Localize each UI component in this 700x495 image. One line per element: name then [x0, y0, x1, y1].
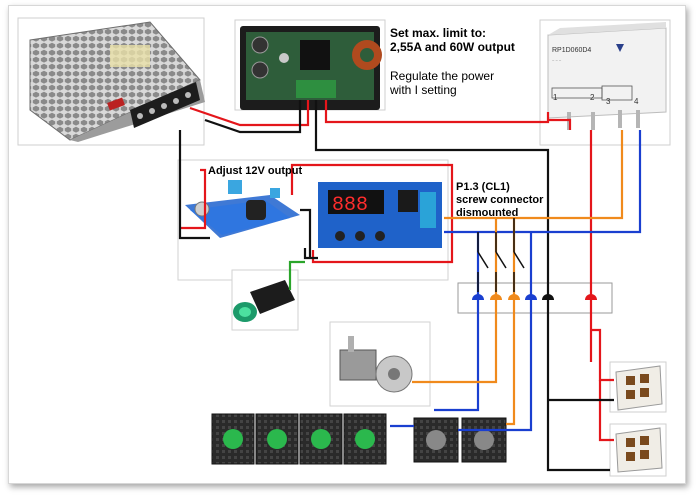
terminal-block-icon — [130, 82, 200, 128]
annotation-regulate-1: Regulate the power — [390, 69, 495, 83]
relay-model: RP1D060D4 — [552, 47, 591, 54]
annotation-p13-3: dismounted — [456, 207, 519, 219]
gear-motor — [329, 321, 431, 407]
fans — [211, 413, 507, 465]
relay-pin2-label: 2 — [590, 93, 595, 102]
dc-dc-converter — [234, 19, 386, 111]
timer-display: 888 — [332, 194, 368, 217]
relay-pin4-label: 4 — [634, 97, 639, 106]
relay-pin1-label: 1 — [553, 93, 558, 102]
annotation-limit-1: Set max. limit to: — [390, 26, 487, 40]
connector-plugs — [472, 294, 597, 300]
annotation-adjust: Adjust 12V output — [208, 165, 303, 177]
solid-state-relay: RP1D060D4 ~ ~ ~ 1 2 3 4 — [539, 19, 671, 146]
buck-converter — [185, 180, 300, 238]
switch-symbols — [477, 218, 525, 292]
relay-pin3-label: 3 — [606, 97, 611, 106]
annotation-p13-2: screw connector — [456, 194, 544, 206]
annotation-regulate-2: with I setting — [390, 83, 457, 97]
power-supply — [17, 17, 205, 146]
green-switch — [231, 269, 299, 331]
svg-text:~ ~ ~: ~ ~ ~ — [552, 58, 562, 63]
timer-relay-module: 888 — [318, 182, 442, 248]
annotation-p13-1: P1.3 (CL1) — [456, 181, 510, 193]
heating-elements — [609, 361, 667, 477]
annotation-limit-2: 2,55A and 60W output — [390, 40, 515, 54]
brand-logo-icon — [616, 44, 624, 52]
